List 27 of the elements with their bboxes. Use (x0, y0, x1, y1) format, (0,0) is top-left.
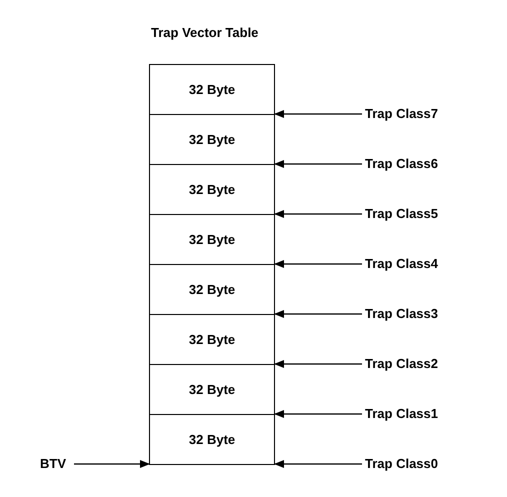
pointer-label: Trap Class4 (365, 256, 438, 272)
pointer-label: Trap Class7 (365, 106, 438, 122)
arrow (274, 160, 362, 168)
pointer-label: Trap Class0 (365, 456, 438, 472)
arrow (74, 460, 150, 468)
memory-slot: 32 Byte (149, 114, 275, 165)
pointer-label: Trap Class3 (365, 306, 438, 322)
arrow (274, 410, 362, 418)
pointer-label: Trap Class2 (365, 356, 438, 372)
arrow (274, 360, 362, 368)
pointer-label: BTV (40, 456, 66, 472)
memory-slot: 32 Byte (149, 364, 275, 415)
pointer-label: Trap Class6 (365, 156, 438, 172)
pointer-label: Trap Class1 (365, 406, 438, 422)
arrow (274, 110, 362, 118)
memory-slot: 32 Byte (149, 264, 275, 315)
arrow (274, 260, 362, 268)
memory-slot: 32 Byte (149, 214, 275, 265)
memory-slot: 32 Byte (149, 164, 275, 215)
memory-slot: 32 Byte (149, 64, 275, 115)
table-title: Trap Vector Table (151, 25, 258, 40)
memory-slot: 32 Byte (149, 414, 275, 465)
arrow (274, 310, 362, 318)
arrow (274, 460, 362, 468)
arrow (274, 210, 362, 218)
memory-slot: 32 Byte (149, 314, 275, 365)
pointer-label: Trap Class5 (365, 206, 438, 222)
